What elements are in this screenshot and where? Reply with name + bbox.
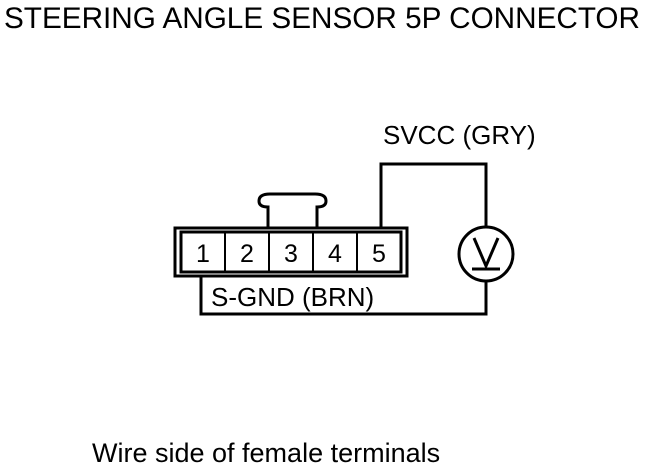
diagram-caption: Wire side of female terminals bbox=[92, 438, 440, 468]
connector-outer-frame bbox=[173, 226, 409, 278]
pin-3-label: 3 bbox=[284, 240, 298, 268]
sgnd-label-background bbox=[208, 282, 398, 310]
voltmeter-icon bbox=[457, 225, 515, 283]
connector-body: 1 2 3 4 5 bbox=[173, 226, 409, 278]
connector-inner-frame bbox=[179, 230, 403, 274]
pin-2-label: 2 bbox=[240, 240, 254, 268]
voltmeter-v-glyph bbox=[472, 237, 500, 270]
diagram-title: STEERING ANGLE SENSOR 5P CONNECTOR bbox=[4, 2, 640, 35]
svcc-wire bbox=[379, 162, 488, 228]
pin-5-label: 5 bbox=[372, 240, 386, 268]
pin-1-label: 1 bbox=[196, 240, 210, 268]
connector-lock-tab bbox=[257, 192, 328, 228]
sgnd-wire bbox=[199, 276, 488, 316]
pin-4-label: 4 bbox=[328, 240, 342, 268]
voltmeter-circle bbox=[457, 225, 515, 283]
sgnd-wire-label: S-GND (BRN) bbox=[211, 282, 374, 312]
svcc-wire-label: SVCC (GRY) bbox=[383, 120, 536, 150]
